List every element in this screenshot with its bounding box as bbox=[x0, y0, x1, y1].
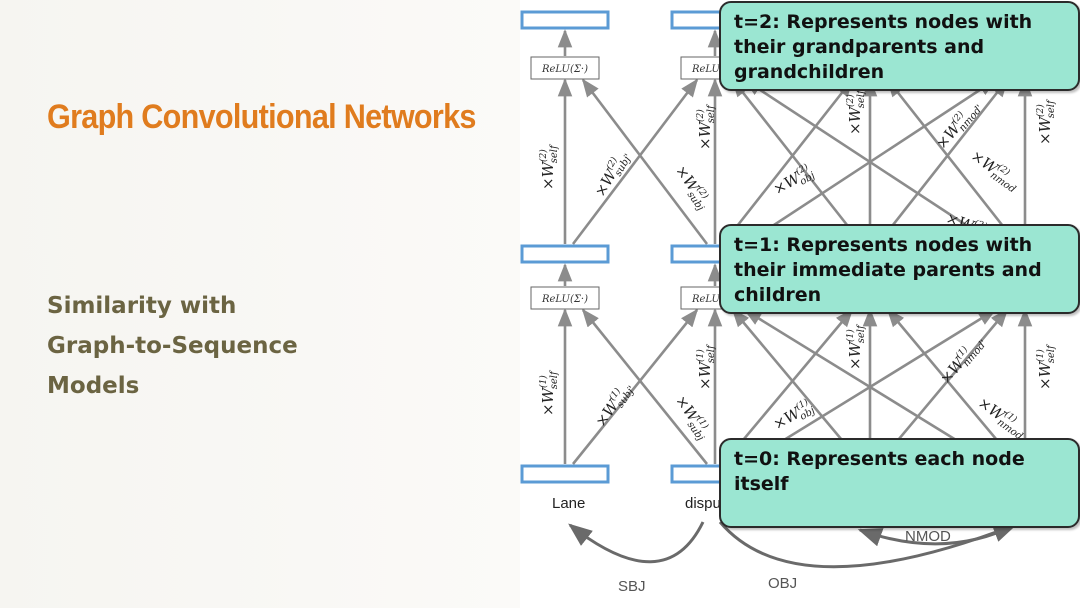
subtitle-line-3: Models bbox=[47, 373, 140, 399]
edge-label-l1-1: ×W(1)subj' bbox=[591, 378, 638, 432]
arc-label-nmod: NMOD bbox=[905, 528, 951, 545]
edge-obj-l2 bbox=[731, 78, 864, 245]
edge-label-l1-7: ×W(1)nmod bbox=[973, 393, 1031, 443]
edge-subjp-l2 bbox=[571, 78, 699, 245]
edge-label-l2-7: ×W(2)nmod bbox=[966, 146, 1024, 196]
edge-subjp-l1 bbox=[571, 308, 699, 465]
word-token-1: dispu bbox=[685, 495, 721, 512]
relu-label: ReLU(Σ·) bbox=[691, 294, 738, 305]
edge-nmod-l2 bbox=[886, 78, 1019, 245]
edge-label-l2-5: ×W(2)self bbox=[845, 88, 867, 135]
edge-subj-l1 bbox=[581, 308, 709, 465]
callout-t0: t=0: Represents each node itself bbox=[719, 438, 1080, 528]
relu-box-r0-c0 bbox=[530, 56, 600, 80]
gcn-diagram: ReLU(Σ·)ReLU(Σ·)ReLU(Σ·)ReLU(Σ·)ReLU(Σ·)… bbox=[515, 0, 1080, 608]
relu-label: ReLU(Σ·) bbox=[541, 64, 588, 75]
arc-sbj bbox=[568, 521, 705, 564]
edge-label-l2-0: ×W(2)self bbox=[538, 143, 560, 190]
callout-t1: t=1: Represents nodes with their immedia… bbox=[719, 224, 1080, 314]
node-box-r0-c0 bbox=[520, 10, 610, 30]
slide-subtitle: Similarity with Graph-to-Sequence Models bbox=[47, 286, 367, 406]
slide-title: Graph Convolutional Networks bbox=[47, 98, 476, 136]
callout-t2: t=2: Represents nodes with their grandpa… bbox=[719, 1, 1080, 91]
arc-label-sbj: SBJ bbox=[618, 578, 646, 595]
edge-label-l1-0: ×W(1)self bbox=[538, 369, 560, 416]
edge-label-l2-2: ×W(2)subj bbox=[669, 161, 714, 213]
arc-obj bbox=[718, 521, 1018, 569]
edge-label-l1-2: ×W(1)subj bbox=[669, 391, 714, 443]
edge-long-b-l2 bbox=[744, 78, 997, 246]
edge-label-l1-3: ×W(1)self bbox=[695, 343, 717, 390]
relu-label: ReLU(Σ·) bbox=[691, 64, 738, 75]
edge-label-l2-4: ×W(2)obj bbox=[770, 161, 818, 201]
node-box-r1-c0 bbox=[520, 244, 610, 264]
edge-objp-l2 bbox=[721, 78, 854, 245]
arc-label-obj: OBJ bbox=[768, 575, 797, 592]
gcn-diagram-svg: ReLU(Σ·)ReLU(Σ·)ReLU(Σ·)ReLU(Σ·)ReLU(Σ·)… bbox=[520, 10, 1070, 595]
arc-nmod bbox=[857, 523, 1016, 547]
relu-box-r1-c0 bbox=[530, 286, 600, 310]
edge-label-l1-8: ×W(1)self bbox=[1035, 343, 1057, 390]
edge-label-l1-5: ×W(1)self bbox=[845, 323, 867, 370]
edge-label-l2-3: ×W(2)self bbox=[695, 103, 717, 150]
edge-label-l2-9: ×W(2)self bbox=[1035, 98, 1057, 145]
word-token-0: Lane bbox=[552, 495, 585, 512]
relu-label: ReLU(Σ·) bbox=[541, 294, 588, 305]
subtitle-line-1: Similarity with bbox=[47, 293, 237, 319]
left-panel bbox=[0, 0, 520, 608]
node-box-r2-c0 bbox=[520, 464, 610, 484]
edge-label-l1-6: ×W(1)nmod' bbox=[936, 331, 990, 389]
subtitle-line-2: Graph-to-Sequence bbox=[47, 333, 298, 359]
edge-subj-l2 bbox=[581, 78, 709, 245]
edge-nmodp-l2 bbox=[876, 78, 1009, 245]
